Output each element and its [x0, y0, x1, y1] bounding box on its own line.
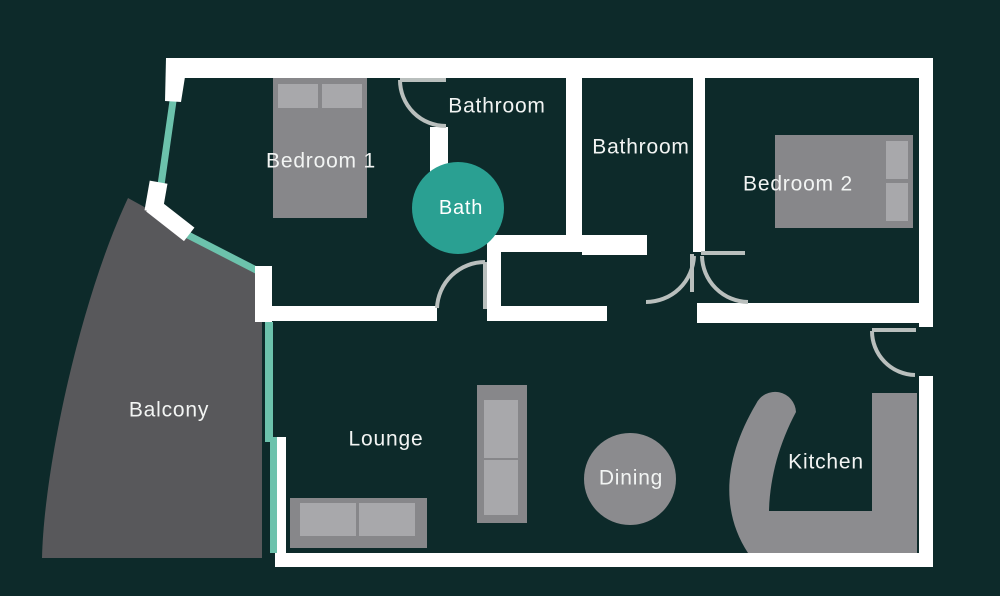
- wall-bedroom2-left: [693, 58, 705, 252]
- room-label-bedroom-1: Bedroom 1: [266, 149, 376, 173]
- window-strip-2: [182, 229, 260, 275]
- window-strip-3-lower: [270, 437, 278, 553]
- balcony-area: [42, 198, 262, 558]
- room-label-lounge: Lounge: [348, 427, 424, 451]
- wall-bathroom1-bottom: [487, 235, 583, 252]
- doors: [398, 78, 916, 377]
- bed-1-pillow-left: [278, 84, 318, 108]
- window-strips: [157, 100, 278, 553]
- door-bedroom2-arc: [700, 255, 749, 304]
- wall-lounge-top-left: [268, 306, 437, 321]
- room-label-kitchen: Kitchen: [788, 450, 864, 474]
- wall-top-left-corner: [165, 58, 188, 102]
- bed-2-pillow-top: [886, 141, 908, 179]
- sofa-2-cushion-top: [484, 400, 518, 458]
- wall-lounge-left: [277, 437, 286, 557]
- wall-right-upper: [919, 58, 933, 327]
- room-label-balcony: Balcony: [128, 398, 210, 422]
- kitchen-counter: [729, 391, 917, 553]
- walls: [144, 58, 933, 567]
- wall-hall-bedroom2-bottom: [697, 303, 920, 323]
- wall-balcony-elbow-lower: [146, 198, 195, 242]
- dining-table: [584, 433, 676, 525]
- wall-corner-balcony: [255, 266, 272, 322]
- sofa-1-cushion-right: [359, 503, 415, 536]
- door-entry-arc: [870, 330, 916, 377]
- wall-top: [172, 58, 933, 78]
- sofa-2-cushion-bottom: [484, 460, 518, 515]
- bed-1-pillow-right: [322, 84, 362, 108]
- door-bathroom1-arc: [398, 79, 447, 128]
- bed-2-pillow-bottom: [886, 183, 908, 221]
- room-label-bathroom-2: Bathroom: [592, 135, 690, 159]
- room-label-bath: Bath: [438, 197, 484, 219]
- wall-bedroom1-door-jamb: [487, 250, 501, 321]
- room-label-bathroom-1: Bathroom: [448, 94, 546, 118]
- sofa-1-cushion-left: [300, 503, 356, 536]
- door-bedroom1-arc: [435, 259, 486, 309]
- wall-bathroom-divider: [566, 58, 582, 252]
- wall-lounge-top-mid: [487, 306, 607, 321]
- wall-bottom: [275, 553, 933, 567]
- wall-right-lower: [919, 376, 933, 567]
- wall-bathroom2-bottom: [582, 235, 647, 255]
- window-strip-1: [157, 100, 177, 186]
- window-strip-3-upper: [265, 322, 273, 442]
- room-label-bedroom-2: Bedroom 2: [743, 172, 853, 196]
- bath-circle: [412, 162, 504, 254]
- furniture-cushions: [278, 84, 908, 536]
- room-label-dining: Dining: [598, 466, 664, 490]
- door-bathroom2-arc: [645, 255, 696, 305]
